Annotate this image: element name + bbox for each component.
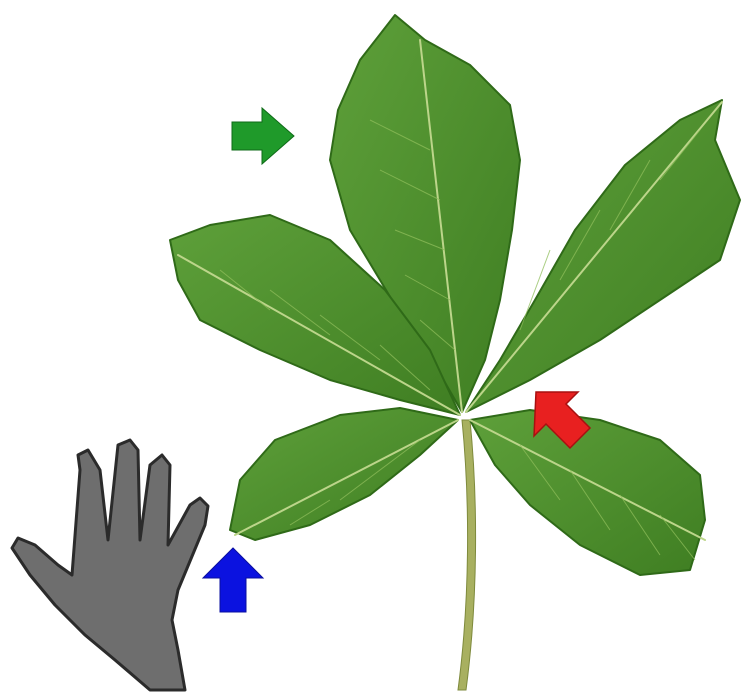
leaf-hand-illustration xyxy=(0,0,743,697)
